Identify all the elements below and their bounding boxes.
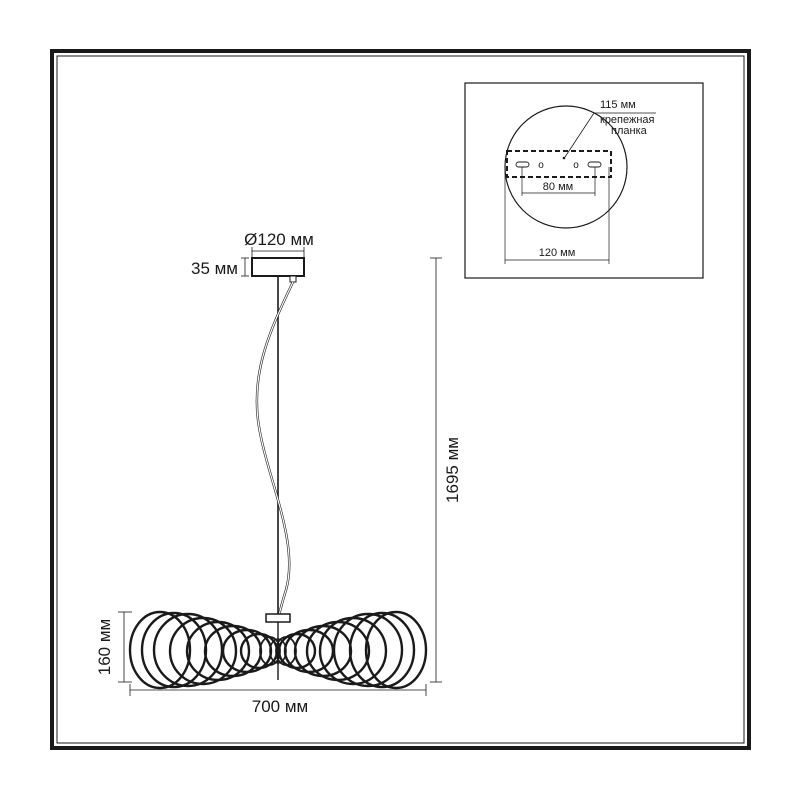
ring [275, 636, 297, 666]
inner-frame [56, 55, 745, 744]
power-cord-inner [256, 281, 294, 617]
dim-shade-height [118, 611, 132, 683]
plate-leader-line [564, 112, 595, 158]
dim-total-height [430, 257, 442, 683]
ring [239, 632, 279, 670]
canopy-diameter-label: Ø120 мм [244, 230, 314, 249]
ring [283, 628, 335, 674]
plate-length-label: 115 мм [600, 99, 636, 111]
suspension [255, 276, 295, 617]
inset-panel: o o 115 мм крепежная планка 80 мм 120 мм [464, 82, 704, 279]
ring [140, 611, 208, 689]
ring [305, 620, 371, 682]
ring [128, 610, 192, 690]
inset-width-label: 120 мм [539, 247, 576, 259]
hole-spacing-label: 80 мм [543, 181, 573, 193]
canopy-height-label: 35 мм [191, 259, 238, 278]
screw-mark-left: o [538, 160, 544, 171]
slot-left [515, 161, 530, 168]
ring [259, 636, 281, 666]
inset-border [464, 82, 704, 279]
ring [277, 632, 317, 670]
shade [128, 610, 428, 690]
slot-right [587, 161, 602, 168]
ring [318, 616, 388, 686]
ring [185, 620, 251, 682]
ring [203, 624, 263, 678]
plate-center-dot [562, 156, 566, 160]
cable-grip [289, 275, 297, 283]
screw-mark-right: o [573, 160, 579, 171]
canopy-body [251, 257, 305, 277]
ring [168, 616, 238, 686]
ring [269, 638, 287, 664]
power-cord [255, 281, 295, 617]
total-height-label: 1695 мм [443, 437, 462, 503]
shade-hub [265, 613, 291, 623]
ring [293, 624, 353, 678]
shade-width-label: 700 мм [252, 697, 308, 716]
plate-name-line2: планка [611, 125, 648, 137]
outer-frame [50, 49, 751, 750]
ring [221, 628, 273, 674]
shade-height-label: 160 мм [95, 619, 114, 675]
canopy: Ø120 мм 35 мм [191, 230, 314, 283]
dim-shade-width [129, 684, 427, 696]
ring [348, 611, 416, 689]
mounting-plate [506, 150, 612, 178]
plate-name-line1: крепежная [600, 114, 655, 126]
ring [364, 610, 428, 690]
